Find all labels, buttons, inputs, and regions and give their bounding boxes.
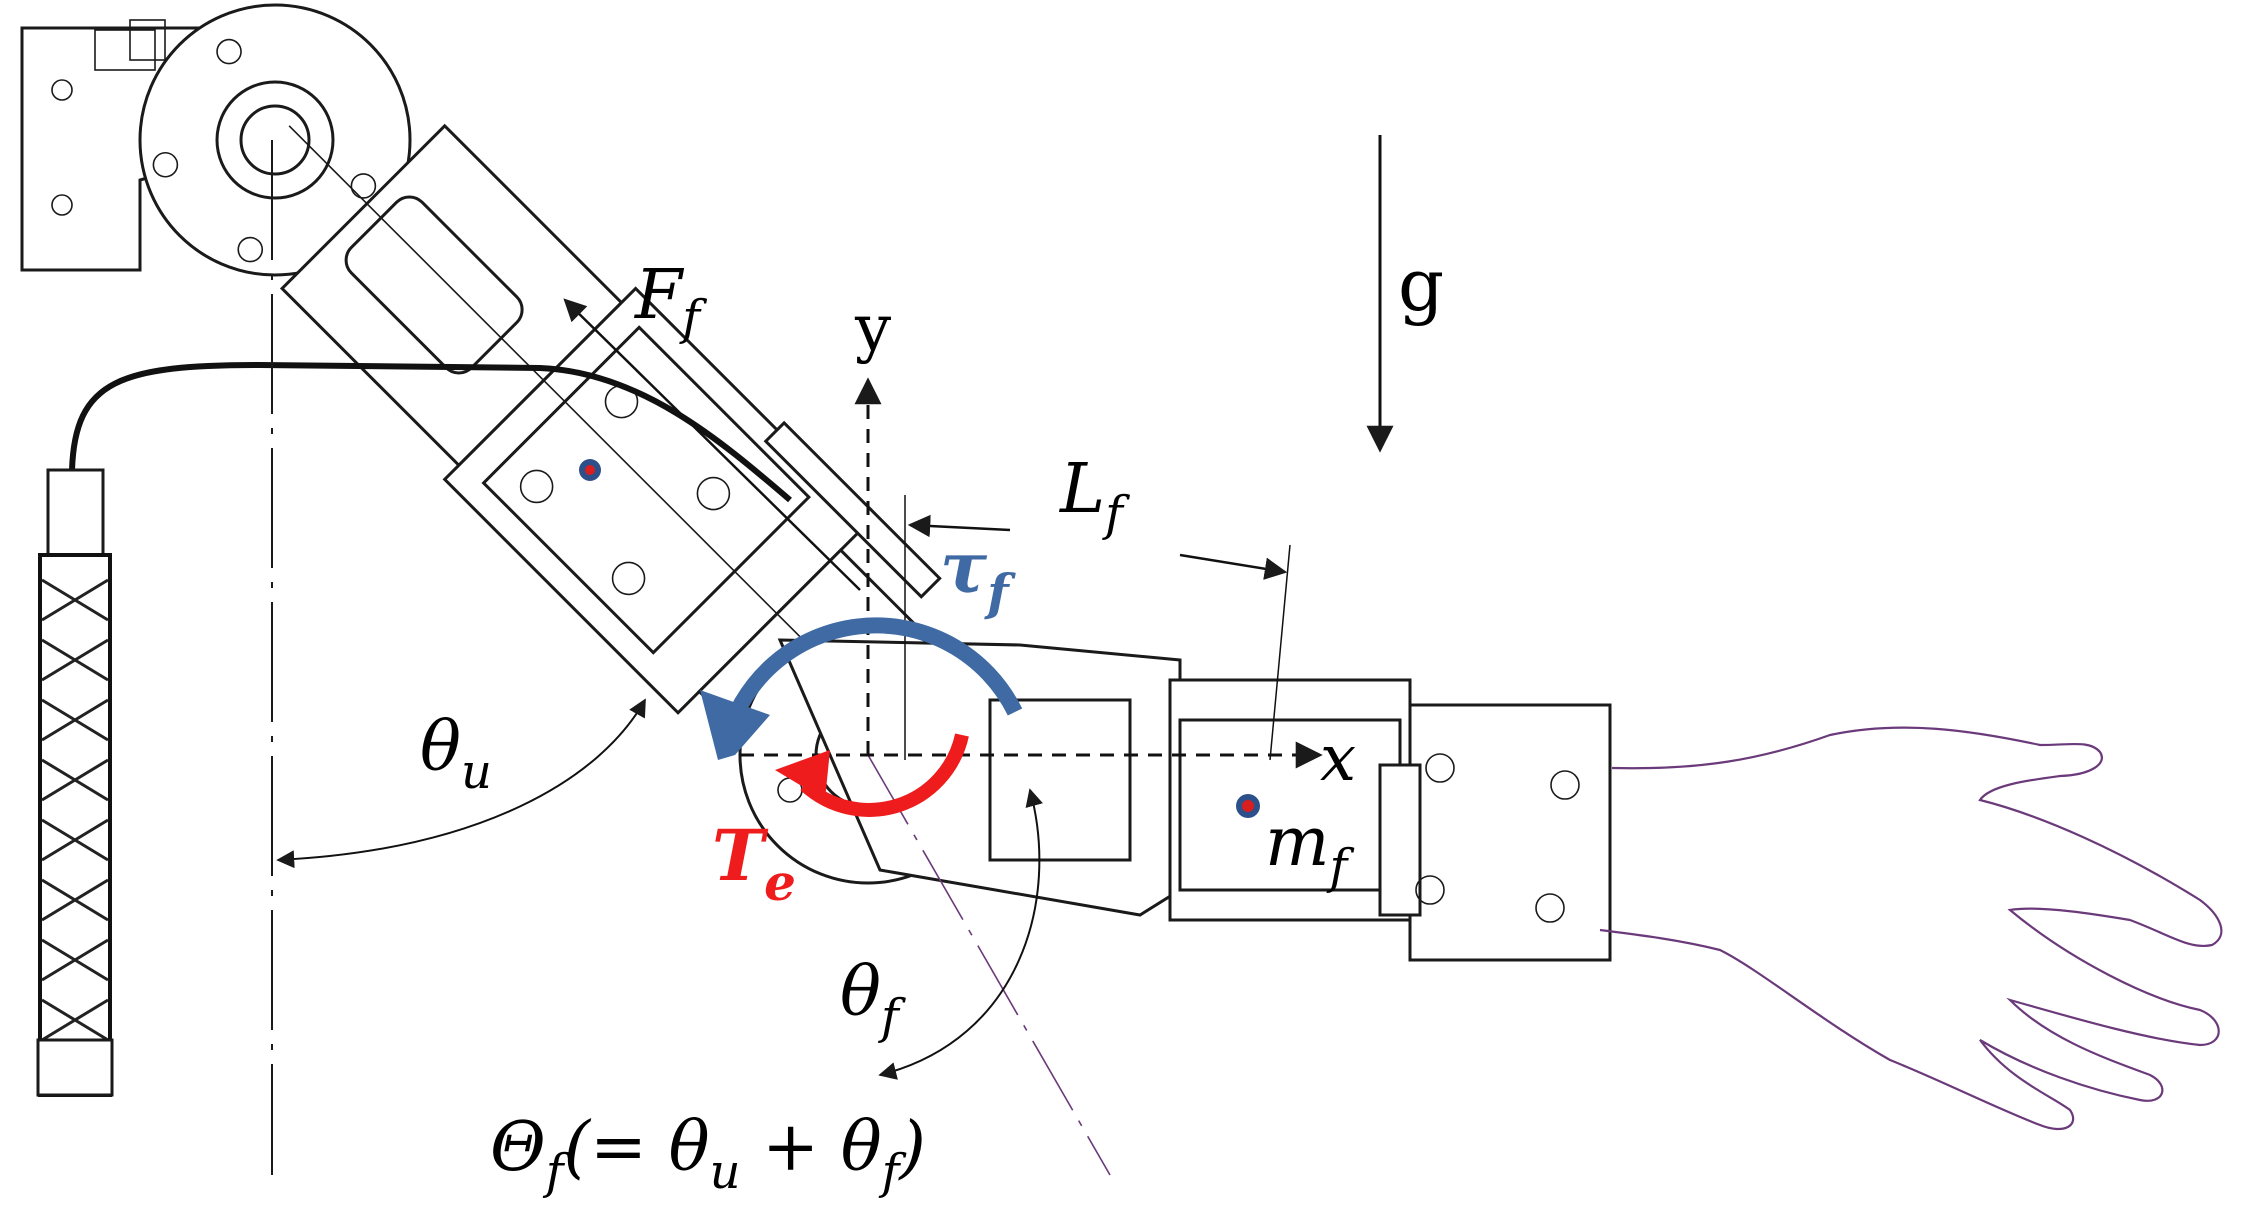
theta-f-label: θf xyxy=(840,953,906,1045)
torque-e-arrow xyxy=(800,733,969,817)
torque-f-arrow xyxy=(717,617,1023,747)
torque-f-label: τf xyxy=(940,526,1016,622)
force-arrow xyxy=(563,298,861,591)
gravity-label: g xyxy=(1398,243,1444,327)
x-axis-label: x xyxy=(1320,722,1356,796)
theta-u-arc xyxy=(276,698,646,869)
torque-e-arrowhead xyxy=(775,750,830,800)
forearm-link xyxy=(777,638,1612,962)
hand-outline xyxy=(1599,726,2223,1131)
theta-f-arc xyxy=(878,788,1043,1080)
forearm-mass-marker xyxy=(1236,794,1260,818)
cable-handle xyxy=(36,361,792,1097)
total-angle-label: Θf(= θu + θf) xyxy=(490,1108,926,1200)
upper-arm-link xyxy=(138,3,949,800)
theta-u-label: θu xyxy=(420,708,492,800)
torque-f-arrowhead xyxy=(700,690,770,760)
length-label: Lf xyxy=(1058,450,1130,542)
mass-label: mf xyxy=(1265,803,1354,895)
torque-e-label: Te xyxy=(712,814,796,912)
force-label: Ff xyxy=(633,256,707,346)
y-axis-label: y xyxy=(854,292,891,366)
